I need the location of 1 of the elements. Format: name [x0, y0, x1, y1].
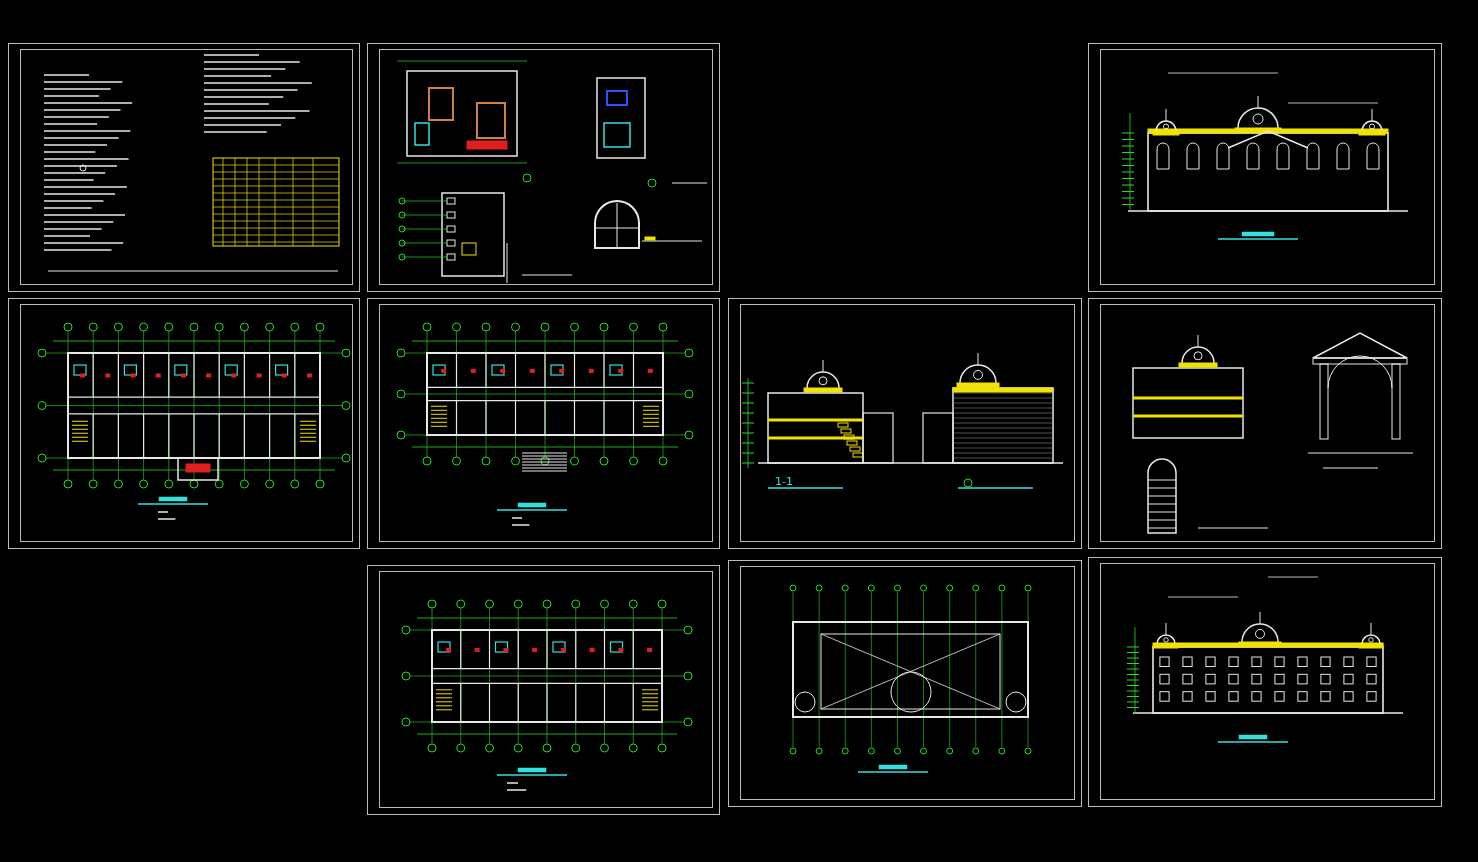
- section-mark: 1-1: [775, 476, 793, 488]
